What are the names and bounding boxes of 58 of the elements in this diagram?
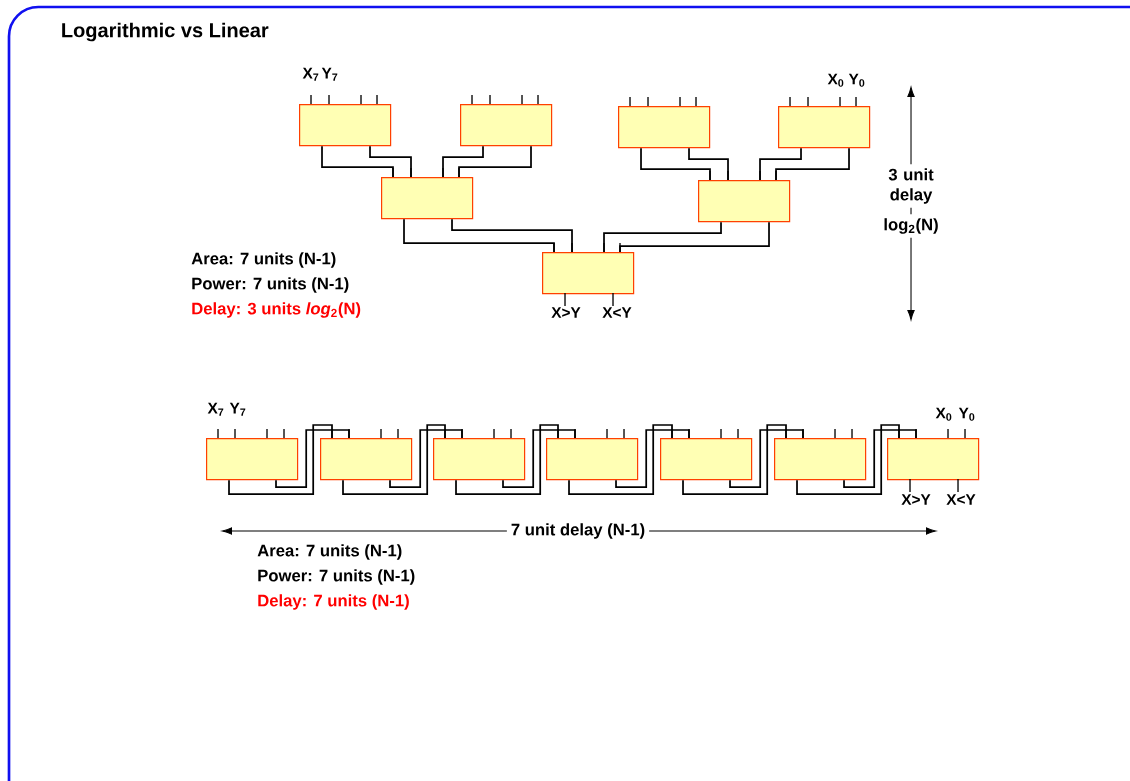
metric-text: Area: 7 units (N-1) — [257, 544, 402, 560]
wire — [451, 218, 573, 253]
logic-block — [778, 106, 871, 149]
wire — [442, 145, 484, 178]
wire — [688, 147, 729, 181]
wire — [458, 145, 532, 178]
wire — [615, 429, 690, 489]
wire — [321, 145, 394, 178]
wire — [502, 429, 576, 489]
wire — [603, 221, 722, 253]
metric-text: Area: 7 units (N-1) — [191, 252, 336, 268]
logic-block — [698, 180, 791, 223]
metric-text: Power: 7 units (N-1) — [192, 277, 349, 293]
wire — [843, 429, 917, 489]
signal-label: X$_{0}$ — [827, 73, 844, 87]
signal-label: Y$_{0}$ — [848, 73, 865, 87]
wire — [275, 429, 350, 489]
signal-label: X$_{7}$ — [302, 67, 319, 81]
metric-text: Power: 7 units (N-1) — [258, 569, 415, 585]
wire — [619, 221, 770, 253]
logic-block — [460, 104, 553, 147]
logic-block — [660, 438, 753, 481]
logic-block — [774, 438, 867, 481]
wire — [682, 424, 787, 496]
logic-block — [299, 104, 392, 147]
logic-block — [887, 438, 980, 481]
wire — [403, 218, 555, 253]
logic-block — [433, 438, 526, 481]
wire — [775, 147, 850, 181]
logic-block — [618, 106, 711, 149]
delay-label: 3 unit delay — [880, 164, 942, 208]
wire — [228, 424, 333, 496]
metric-text: Delay: 3 units log$_{2}$(N) — [192, 302, 361, 318]
wire — [369, 145, 412, 178]
delay-label: log$_{2}$(N) — [879, 214, 943, 238]
delay-label: 7 unit delay (N-1) — [506, 519, 650, 543]
wire — [342, 424, 446, 496]
logic-block — [320, 438, 413, 481]
wire — [759, 147, 802, 181]
logic-block — [546, 438, 639, 481]
signal-label: Y$_{0}$ — [958, 407, 975, 421]
logic-block — [381, 177, 474, 220]
signal-label: X<Y — [946, 494, 976, 505]
signal-label: X>Y — [901, 494, 931, 505]
wire — [568, 424, 673, 496]
wire — [796, 424, 900, 496]
logic-block — [542, 252, 635, 295]
wire — [389, 429, 463, 489]
signal-label: X$_{0}$ — [935, 407, 952, 421]
signal-label: X$_{7}$ — [207, 402, 224, 416]
wire — [640, 147, 711, 181]
signal-label: Y$_{7}$ — [321, 67, 338, 81]
metric-text: Delay: 7 units (N-1) — [258, 594, 409, 610]
logic-block — [206, 438, 299, 481]
signal-label: Y$_{7}$ — [229, 402, 246, 416]
title: Logarithmic vs Linear — [62, 22, 269, 42]
wire — [455, 424, 559, 496]
wire — [729, 429, 804, 489]
